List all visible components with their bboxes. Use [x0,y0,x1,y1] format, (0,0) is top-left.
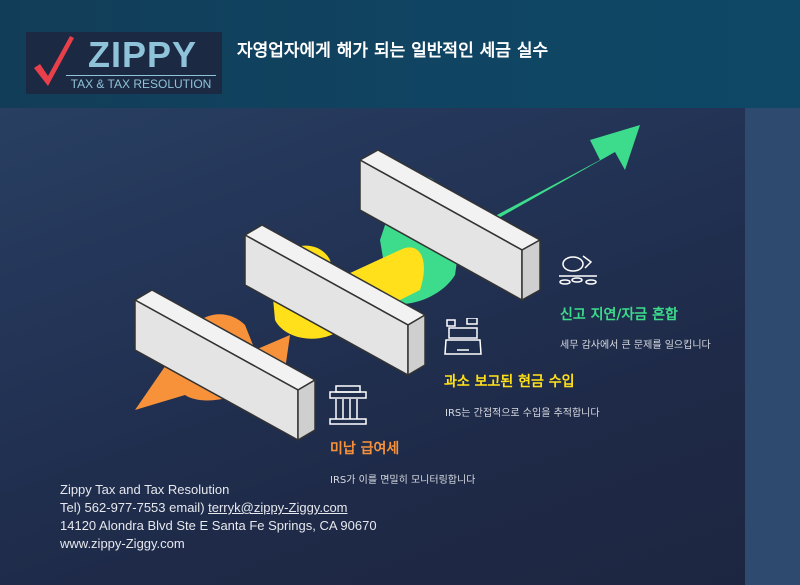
item-title-payroll-tax: 미납 급여세 [330,441,400,457]
item-title-late-filing: 신고 지연/자금 혼합 [560,307,678,323]
email-link[interactable]: terryk@zippy-Ziggy.com [208,500,348,515]
block-3 [358,149,542,302]
item-desc-late-filing: 세무 감사에서 큰 문제를 일으킵니다 [560,340,711,351]
zippy-logo: ZIPPY TAX & TAX RESOLUTION [26,32,222,94]
address: 14120 Alondra Blvd Ste E Santa Fe Spring… [60,518,377,533]
item-desc-cash-income: IRS는 간접적으로 수입을 추적합니다 [445,408,600,419]
right-strip [745,108,800,585]
company-name: Zippy Tax and Tax Resolution [60,482,230,497]
contact-footer: Zippy Tax and Tax Resolution Tel) 562-97… [60,481,377,553]
website[interactable]: www.zippy-Ziggy.com [60,536,185,551]
block-2 [243,224,427,377]
item-title-cash-income: 과소 보고된 현금 수입 [444,374,575,390]
green-ribbon [380,125,640,304]
page-title: 자영업자에게 해가 되는 일반적인 세금 실수 [237,41,549,61]
piggy-bank-broken-icon [559,255,597,285]
block-1 [133,289,317,442]
phone: Tel) 562-977-7553 email) [60,500,209,515]
checkmark-icon [34,36,74,86]
government-building-icon [329,385,367,425]
item-desc-payroll-tax: IRS가 이를 면밀히 모니터링합니다 [330,475,476,486]
cash-register-icon [444,318,482,355]
